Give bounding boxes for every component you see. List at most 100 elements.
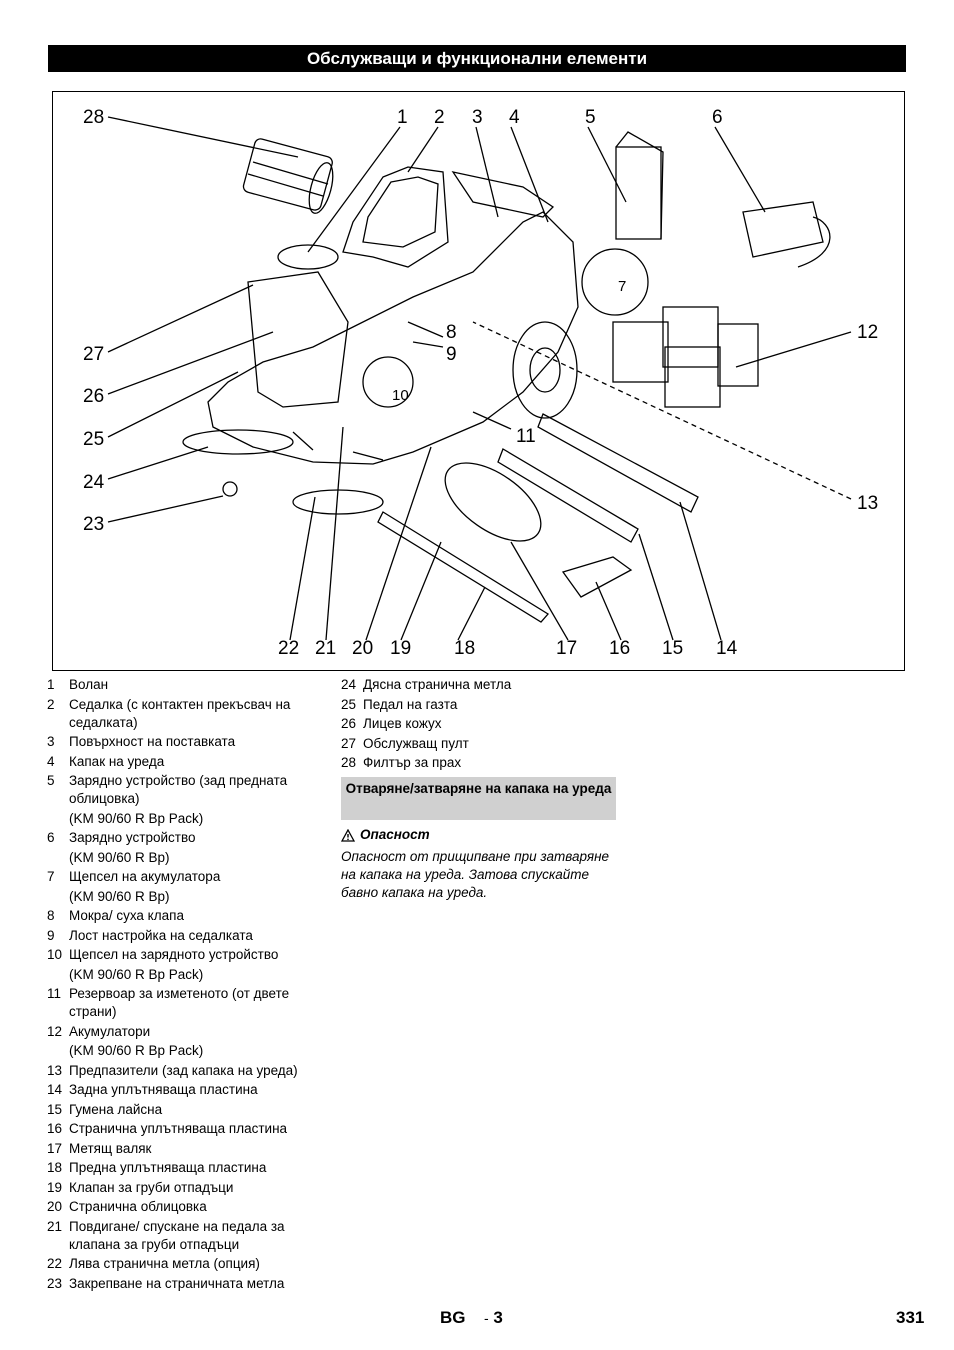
legend-item: (KM 90/60 R Bp)	[47, 849, 327, 867]
legend-number: 10	[47, 947, 63, 962]
legend-number: 19	[47, 1179, 63, 1195]
legend-text: Гумена лайсна	[69, 1101, 163, 1117]
legend-number: 12	[47, 1023, 63, 1039]
legend-item: (KM 90/60 R Bp)	[47, 888, 327, 906]
legend-text: (KM 90/60 R Bp Pack)	[69, 966, 204, 982]
legend-text: Филтър за прах	[363, 755, 462, 770]
legend-text: Закрепване на страничната метла	[69, 1275, 285, 1291]
legend-number: 3	[47, 734, 55, 749]
right-side-brush-drawing	[182, 429, 294, 455]
legend-text: Повдигане/ спускане на педала за клапана…	[69, 1218, 285, 1252]
callout-15: 15	[662, 638, 684, 659]
footer-language: BG	[440, 1308, 466, 1327]
callout-20: 20	[352, 638, 374, 659]
legend-item: (KM 90/60 R Bp Pack)	[47, 1042, 327, 1060]
legend-item: 5 Зарядно устройство (зад предната облицо…	[47, 772, 327, 808]
footer-page: - 3	[484, 1308, 503, 1327]
danger-title: Опасност	[360, 827, 430, 842]
legend-number: 1	[47, 677, 55, 692]
legend-text: Повърхност на поставката	[69, 734, 236, 749]
legend-item: 14 Задна уплътняваща пластина	[47, 1081, 327, 1099]
section-title: Обслужващи и функционални елементи	[48, 45, 906, 72]
legend-number: 16	[47, 1121, 63, 1136]
legend-number: 23	[47, 1275, 63, 1291]
legend-number: 24	[341, 677, 357, 692]
callout-28: 28	[83, 107, 105, 128]
callout-12: 12	[857, 322, 879, 343]
legend-item: 22 Лява странична метла (опция)	[47, 1255, 327, 1273]
warning-triangle-icon	[341, 828, 355, 842]
legend-number	[47, 966, 69, 984]
callout-14: 14	[716, 638, 738, 659]
legend-number: 18	[47, 1160, 63, 1175]
legend-text: Метящ валяк	[69, 1140, 152, 1156]
legend-number: 26	[341, 716, 357, 731]
legend-item: 3 Повърхност на поставката	[47, 733, 327, 751]
legend-number: 22	[47, 1256, 63, 1271]
callout-7: 7	[618, 278, 627, 295]
charger-external-drawing	[742, 201, 824, 258]
roller-brush-drawing	[444, 462, 542, 542]
legend-number	[47, 810, 69, 828]
callout-19: 19	[390, 638, 412, 659]
callout-22: 22	[278, 638, 300, 659]
callout-25: 25	[83, 429, 105, 450]
legend-text: Педал на газта	[363, 696, 458, 712]
legend-item: 4 Капак на уреда	[47, 753, 327, 771]
legend-number: 8	[47, 908, 55, 923]
batteries-drawing	[612, 306, 759, 408]
callout-26: 26	[83, 386, 105, 407]
legend-item: 18 Предна уплътняваща пластина	[47, 1159, 327, 1177]
legend-text: (KM 90/60 R Bp)	[69, 888, 170, 904]
page-number: 331	[896, 1308, 925, 1327]
callout-24: 24	[83, 472, 105, 493]
legend-text: Странична облицовка	[69, 1199, 207, 1214]
diagram-drawing	[107, 116, 852, 641]
front-seal-plate-drawing	[377, 511, 549, 623]
legend-number: 28	[341, 755, 357, 770]
danger-text: Опасност от прищипване при затваряне на …	[341, 849, 610, 900]
legend-number: 5	[47, 773, 55, 788]
legend-text: (KM 90/60 R Bp)	[69, 849, 170, 865]
legend-text: Лост настройка на седалката	[69, 927, 253, 943]
legend-number: 2	[47, 696, 55, 712]
legend-text: Капак на уреда	[69, 753, 165, 769]
legend-text: Лицев кожух	[363, 716, 442, 731]
callout-2: 2	[434, 107, 445, 128]
legend-number: 21	[47, 1218, 63, 1234]
legend-text: Предна уплътняваща пластина	[69, 1160, 267, 1175]
side-seal-plate-drawing	[561, 556, 633, 598]
danger-note: Опасност Опасност от прищипване при затв…	[341, 826, 621, 902]
rubber-strip-drawing	[497, 448, 639, 543]
legend-number: 4	[47, 753, 55, 769]
legend-number: 14	[47, 1082, 63, 1097]
callout-11: 11	[516, 426, 536, 447]
legend-text: Предпазители (зад капака на уреда)	[69, 1062, 298, 1078]
legend-number	[47, 1042, 69, 1060]
legend-item: 2 Седалка (с контактен прекъсвач на седал…	[47, 696, 327, 732]
legend-text: Мокра/ суха клапа	[69, 908, 184, 923]
legend-number: 25	[341, 696, 357, 712]
legend-number: 15	[47, 1101, 63, 1117]
callout-5: 5	[585, 107, 596, 128]
legend-text: Волан	[69, 677, 109, 692]
legend-text: Лява странична метла (опция)	[69, 1256, 260, 1271]
callout-21: 21	[315, 638, 337, 659]
legend-text: (KM 90/60 R Bp Pack)	[69, 810, 204, 826]
legend-text: Зарядно устройство (зад предната облицов…	[69, 773, 288, 806]
callout-23: 23	[83, 514, 105, 535]
legend-text: Седалка (с контактен прекъсвач на седалк…	[69, 696, 291, 730]
rear-seal-plate-drawing	[537, 413, 699, 513]
legend-text: (KM 90/60 R Bp Pack)	[69, 1043, 204, 1058]
legend-number	[47, 849, 69, 867]
callout-1: 1	[397, 107, 408, 128]
legend-text: Задна уплътняваща пластина	[69, 1082, 258, 1097]
